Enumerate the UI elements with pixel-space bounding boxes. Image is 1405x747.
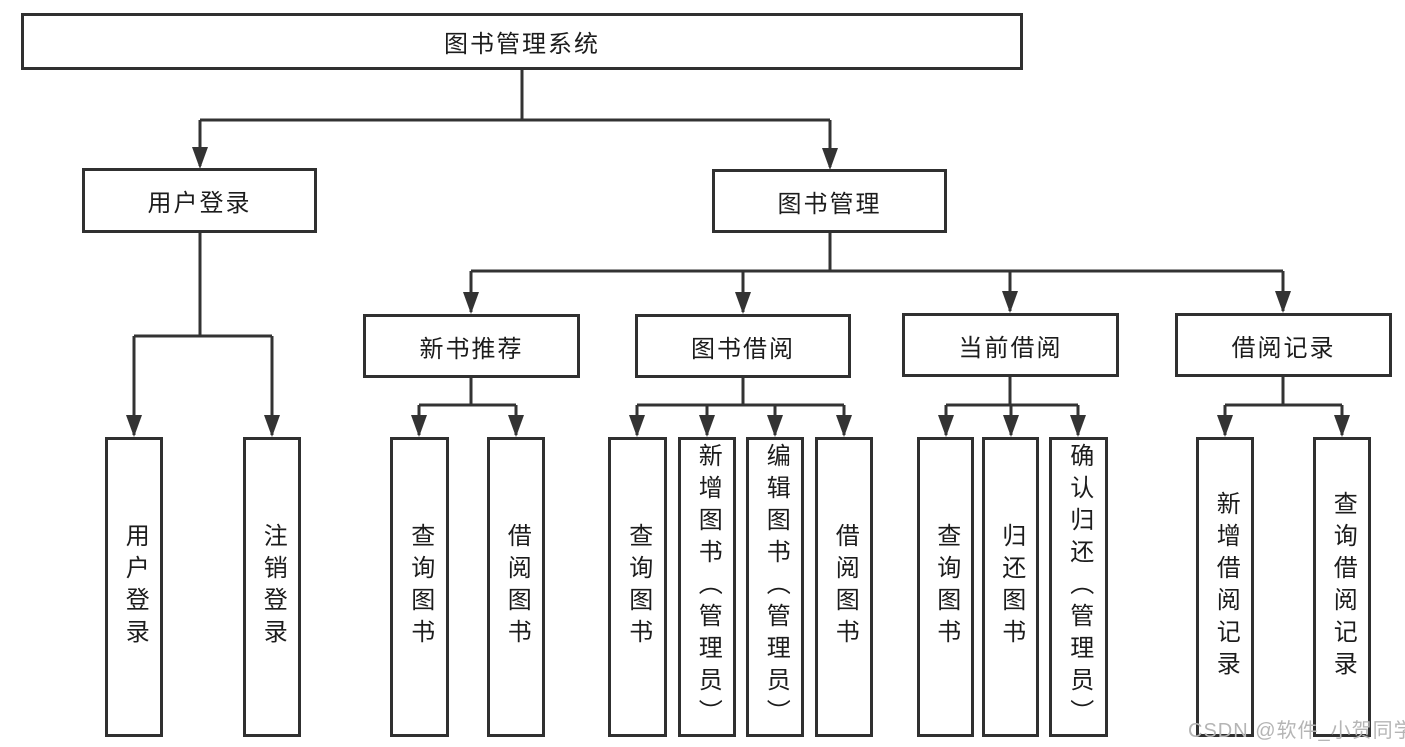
leaf-user-login-label: 用户登录 (121, 523, 149, 651)
node-new-book-rec: 新书推荐 (363, 314, 580, 378)
leaf-rec-query-books: 查询图书 (390, 437, 449, 737)
node-user-login-label: 用户登录 (147, 190, 252, 217)
leaf-bb-add-books-admin-label: 新增图书（管理员） (694, 443, 722, 731)
node-book-borrow: 图书借阅 (635, 314, 851, 378)
leaf-br-query-record: 查询借阅记录 (1313, 437, 1371, 737)
leaf-cb-return-books: 归还图书 (982, 437, 1039, 737)
leaf-bb-add-books-admin: 新增图书（管理员） (678, 437, 736, 737)
leaf-cb-query-books-label: 查询图书 (932, 523, 960, 651)
leaf-bb-edit-books-admin: 编辑图书（管理员） (746, 437, 804, 737)
node-book-mgmt: 图书管理 (712, 169, 947, 233)
node-root-label: 图书管理系统 (444, 31, 600, 58)
leaf-br-add-record: 新增借阅记录 (1196, 437, 1254, 737)
node-borrow-record: 借阅记录 (1175, 313, 1392, 377)
node-book-mgmt-label: 图书管理 (777, 190, 882, 218)
leaf-rec-borrow-books-label: 借阅图书 (503, 523, 531, 651)
node-new-book-rec-label: 新书推荐 (419, 335, 524, 363)
leaf-cb-return-books-label: 归还图书 (997, 523, 1025, 651)
leaf-br-query-record-label: 查询借阅记录 (1329, 491, 1357, 683)
leaf-br-add-record-label: 新增借阅记录 (1212, 491, 1240, 683)
leaf-logout-label: 注销登录 (259, 523, 287, 651)
node-borrow-record-label: 借阅记录 (1231, 334, 1336, 362)
leaf-cb-confirm-return-admin-label: 确认归还（管理员） (1065, 443, 1093, 731)
node-book-borrow-label: 图书借阅 (691, 335, 795, 363)
node-current-borrow-label: 当前借阅 (958, 334, 1063, 362)
leaf-bb-edit-books-admin-label: 编辑图书（管理员） (762, 443, 790, 731)
leaf-bb-query-books-label: 查询图书 (624, 523, 652, 651)
leaf-rec-query-books-label: 查询图书 (406, 523, 434, 651)
node-root: 图书管理系统 (21, 13, 1023, 70)
leaf-bb-borrow-books-label: 借阅图书 (831, 523, 859, 651)
leaf-bb-borrow-books: 借阅图书 (815, 437, 873, 737)
leaf-rec-borrow-books: 借阅图书 (487, 437, 545, 737)
leaf-cb-query-books: 查询图书 (917, 437, 974, 737)
leaf-user-login: 用户登录 (105, 437, 163, 737)
csdn-watermark: CSDN @软件_小贺同学 (1188, 720, 1405, 742)
leaf-cb-confirm-return-admin: 确认归还（管理员） (1049, 437, 1108, 737)
leaf-bb-query-books: 查询图书 (608, 437, 667, 737)
leaf-logout: 注销登录 (243, 437, 301, 737)
node-user-login: 用户登录 (82, 168, 317, 233)
node-current-borrow: 当前借阅 (902, 313, 1119, 377)
